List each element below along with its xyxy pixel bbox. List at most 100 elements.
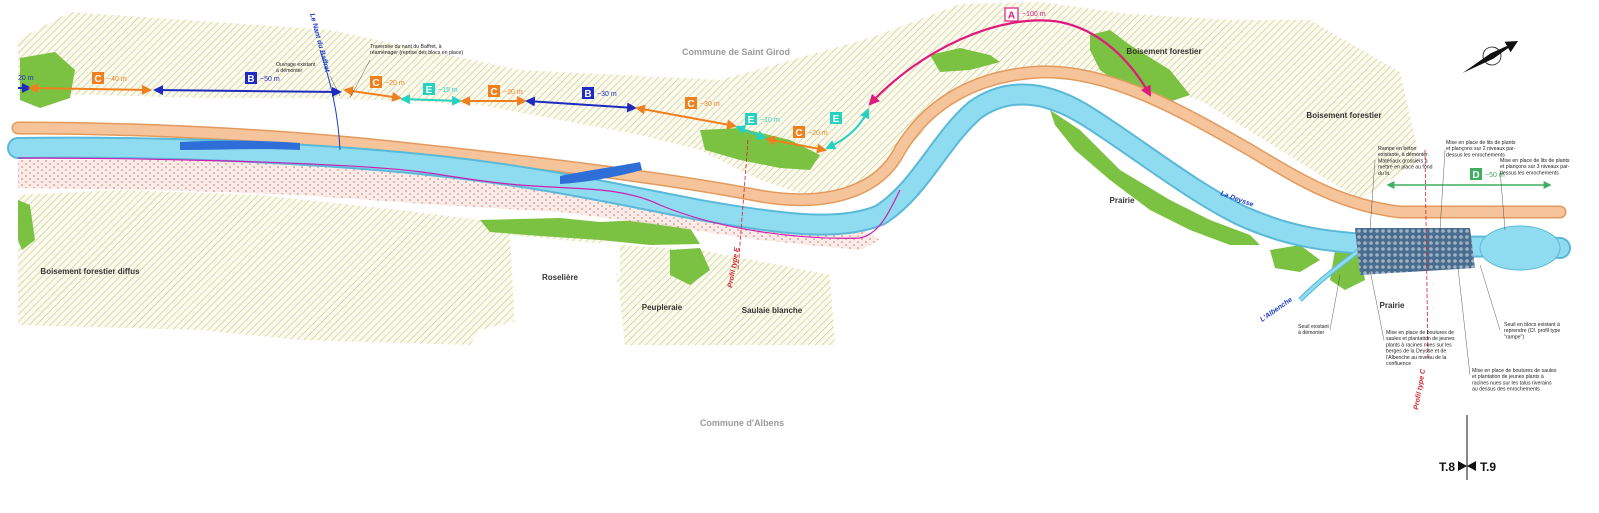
- reach-label-7: C ~30 m: [685, 97, 720, 110]
- commune-south: Commune d'Albens: [700, 418, 784, 428]
- forest-northeast: [1090, 30, 1190, 105]
- reach-arrow-7: [635, 104, 737, 130]
- access-path-fill: [13, 66, 1565, 217]
- leader-lines: [329, 59, 1506, 376]
- reach-letter: B: [247, 74, 254, 85]
- river-deep-channel-2: [560, 162, 642, 184]
- reach-label-8: E ~10 m: [745, 113, 780, 126]
- note-line: reprendre (Cf. profil type: [1504, 328, 1560, 334]
- note-line: réaménager (reprise des blocs en place): [370, 50, 463, 56]
- profile-c-line: [1424, 149, 1429, 361]
- note-line: "rampe"): [1504, 334, 1524, 340]
- section-marker: T.8 T.9: [1439, 415, 1496, 480]
- reach-arrow-11: [868, 19, 1152, 106]
- tributary-albenche-water: [1298, 248, 1361, 302]
- forest-south-center: [480, 218, 700, 245]
- note-line: Rampe en béton: [1378, 146, 1416, 152]
- reach-arrow-10: [825, 108, 870, 150]
- reach-letter: E: [426, 85, 433, 96]
- note-line: Mise en place de lits de plants: [1446, 140, 1516, 146]
- label-saulaie: Saulaie blanche: [742, 306, 803, 315]
- reach-distance: ~15 m: [438, 87, 458, 94]
- reach-arrow-3: [343, 86, 402, 102]
- note-line: berges de la Deysse et de: [1386, 349, 1446, 355]
- label-forest-diffuse: Boisement forestier diffus: [40, 267, 140, 276]
- river-deysse-water: [9, 85, 1569, 257]
- note-line: et plançons sur 3 niveaux par-: [1500, 164, 1570, 170]
- reach-distance: ~30 m: [597, 91, 617, 98]
- roseliere-field: [510, 235, 620, 340]
- reach-label-10: E: [830, 112, 842, 125]
- forest-southwest: [18, 200, 35, 250]
- south-hatched-field: [18, 190, 620, 345]
- forest-south-clump: [670, 248, 710, 285]
- forest-southeast: [1270, 245, 1320, 272]
- reach-distance: ~100 m: [1022, 11, 1046, 18]
- note-line: mettre en place au fond: [1378, 165, 1433, 171]
- note-line: et plançons sur 2 niveaux par-: [1446, 146, 1516, 152]
- reach-distance: ~20 m: [503, 89, 523, 96]
- forest-confluence: [1330, 250, 1365, 290]
- river-deep-channel: [180, 140, 300, 150]
- reach-letter: C: [795, 128, 802, 139]
- reach-letter: A: [1008, 11, 1015, 22]
- north-arrow-icon: [1462, 41, 1518, 73]
- label-prairie-2: Prairie: [1380, 301, 1405, 310]
- reach-distance: ~50 m: [1485, 172, 1505, 179]
- section-right: T.9: [1480, 460, 1496, 474]
- reach-label-11: A ~100 m: [1004, 7, 1046, 22]
- label-forest-2: Boisement forestier: [1306, 111, 1381, 120]
- note-line: Traversée du nant du Baffret, à: [370, 44, 442, 50]
- reach-arrow-6: [525, 96, 637, 113]
- note-line: Seuil en blocs existant à: [1504, 322, 1560, 328]
- reach-letter: C: [94, 74, 101, 85]
- note-line: dessus les enrochements: [1500, 170, 1559, 176]
- note-line: et plantation de jeunes plants à: [1472, 374, 1544, 380]
- label-prairie-1: Prairie: [1110, 196, 1135, 205]
- section-left: T.8: [1439, 460, 1455, 474]
- note-line: Seuil existant: [1298, 324, 1329, 330]
- edge-distance: 20 m: [18, 75, 34, 82]
- reach-letter: C: [687, 99, 694, 110]
- note-line: racines nues sur les talus riverains: [1472, 380, 1552, 386]
- note-line: Mise en place de lits de plants: [1500, 158, 1570, 164]
- reach-label-3: C ~20 m: [370, 76, 405, 89]
- reach-arrows: [18, 19, 1152, 154]
- reach-labels: 20 m C ~40 m B ~50 m C ~20 m E ~15 m C ~…: [18, 7, 1505, 181]
- note-line: confluence: [1386, 361, 1411, 367]
- reach-arrow-2: [153, 85, 342, 97]
- reach-distance: ~10 m: [760, 117, 780, 124]
- forest-riverbank-east: [1050, 110, 1260, 245]
- commune-north: Commune de Saint Girod: [682, 47, 790, 57]
- note-line: existante, à démonter.: [1378, 152, 1429, 158]
- label-forest-1: Boisement forestier: [1126, 47, 1201, 56]
- note-line: plants à racines nues sur les: [1386, 342, 1452, 348]
- reach-label-5: C ~20 m: [488, 85, 523, 98]
- note-line: dessus les enrochements: [1446, 152, 1505, 158]
- reach-letter: C: [372, 78, 379, 89]
- label-roseliere: Roselière: [542, 273, 579, 282]
- note-line: à démonter: [276, 68, 303, 74]
- reach-label-12: D ~50 m: [1470, 168, 1505, 181]
- forest-center-north: [700, 128, 820, 170]
- forest-north-strip: [930, 48, 1000, 72]
- note-line: Matériaux grossiers à: [1378, 158, 1428, 164]
- note-line: Mise en place de boutures de: [1386, 330, 1454, 336]
- north-hatched-field: [18, 2, 1420, 200]
- profile-e-line: [737, 139, 749, 271]
- east-hatched-field: [1200, 20, 1390, 200]
- south-center-field: [620, 245, 835, 345]
- note-line: à démonter: [1298, 330, 1325, 336]
- reach-label-1: C ~40 m: [92, 72, 127, 85]
- reach-arrow-1: [28, 83, 152, 95]
- reach-letter: D: [1472, 170, 1479, 181]
- note-line: Ouvrage existant: [276, 62, 316, 68]
- place-labels: Commune de Saint Girod Commune d'Albens …: [40, 47, 1405, 428]
